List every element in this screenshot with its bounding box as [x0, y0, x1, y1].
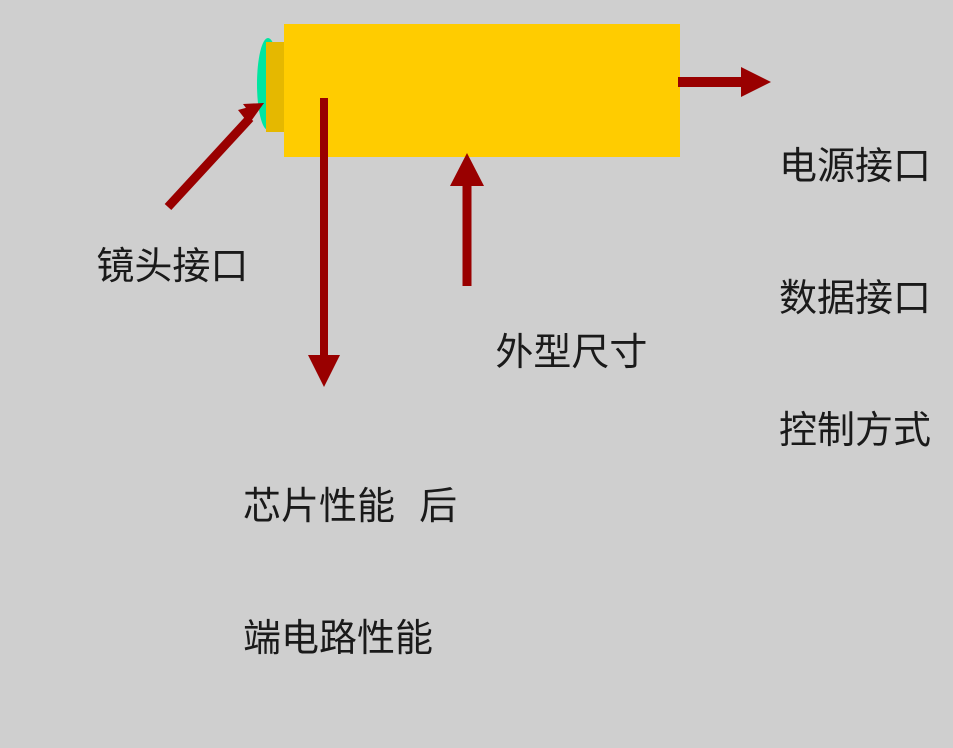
arrow-chip-performance — [308, 98, 340, 387]
diagram-canvas: 镜头接口 芯片性能 后 端电路性能 外型尺寸 电源接口 数据接口 控制方式 — [48, 24, 932, 660]
arrow-outline-dimensions — [450, 153, 484, 286]
annotation-line: 镜头接口 — [96, 244, 249, 288]
arrow-interfaces — [678, 67, 771, 97]
camera-body-shape — [284, 24, 680, 157]
annotation-line: 外型尺寸 — [495, 330, 648, 374]
annotation-line: 控制方式 — [779, 408, 932, 452]
annotation-label-lens-mount: 镜头接口 — [48, 200, 248, 332]
camera-module-diagram — [164, 24, 771, 387]
annotation-line: 数据接口 — [779, 276, 932, 320]
annotation-label-interfaces: 电源接口 数据接口 控制方式 — [779, 56, 931, 540]
annotation-line: 端电路性能 — [243, 616, 434, 660]
arrow-lens-mount — [164, 103, 264, 211]
lens-mount-shape — [266, 42, 287, 132]
annotation-line: 芯片性能 后 — [243, 484, 458, 528]
annotation-label-outline-dimensions: 外型尺寸 — [447, 286, 647, 418]
annotation-label-chip-performance: 芯片性能 后 端电路性能 — [243, 396, 457, 748]
annotation-line: 电源接口 — [779, 144, 932, 188]
